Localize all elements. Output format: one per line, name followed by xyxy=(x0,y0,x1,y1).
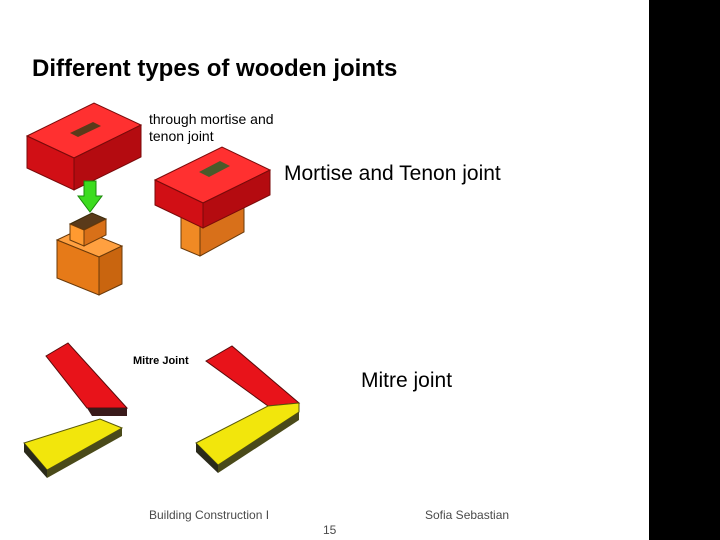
page-number: 15 xyxy=(323,523,337,537)
mitre-small-label: Mitre Joint xyxy=(133,355,189,367)
green-down-arrow-icon xyxy=(77,180,103,213)
slide-title: Different types of wooden joints xyxy=(32,55,398,82)
mortise-caption-line-2: tenon joint xyxy=(149,128,214,144)
mortise-caption-line-1: through mortise and xyxy=(149,111,274,127)
mitre-joint-label: Mitre joint xyxy=(361,369,453,392)
mortise-tenon-label: Mortise and Tenon joint xyxy=(284,162,501,185)
side-bar xyxy=(649,0,720,540)
mortise-caption: through mortise and tenon joint xyxy=(149,111,274,145)
footer-left: Building Construction I xyxy=(149,508,270,522)
footer-right: Sofia Sebastian xyxy=(425,508,510,522)
